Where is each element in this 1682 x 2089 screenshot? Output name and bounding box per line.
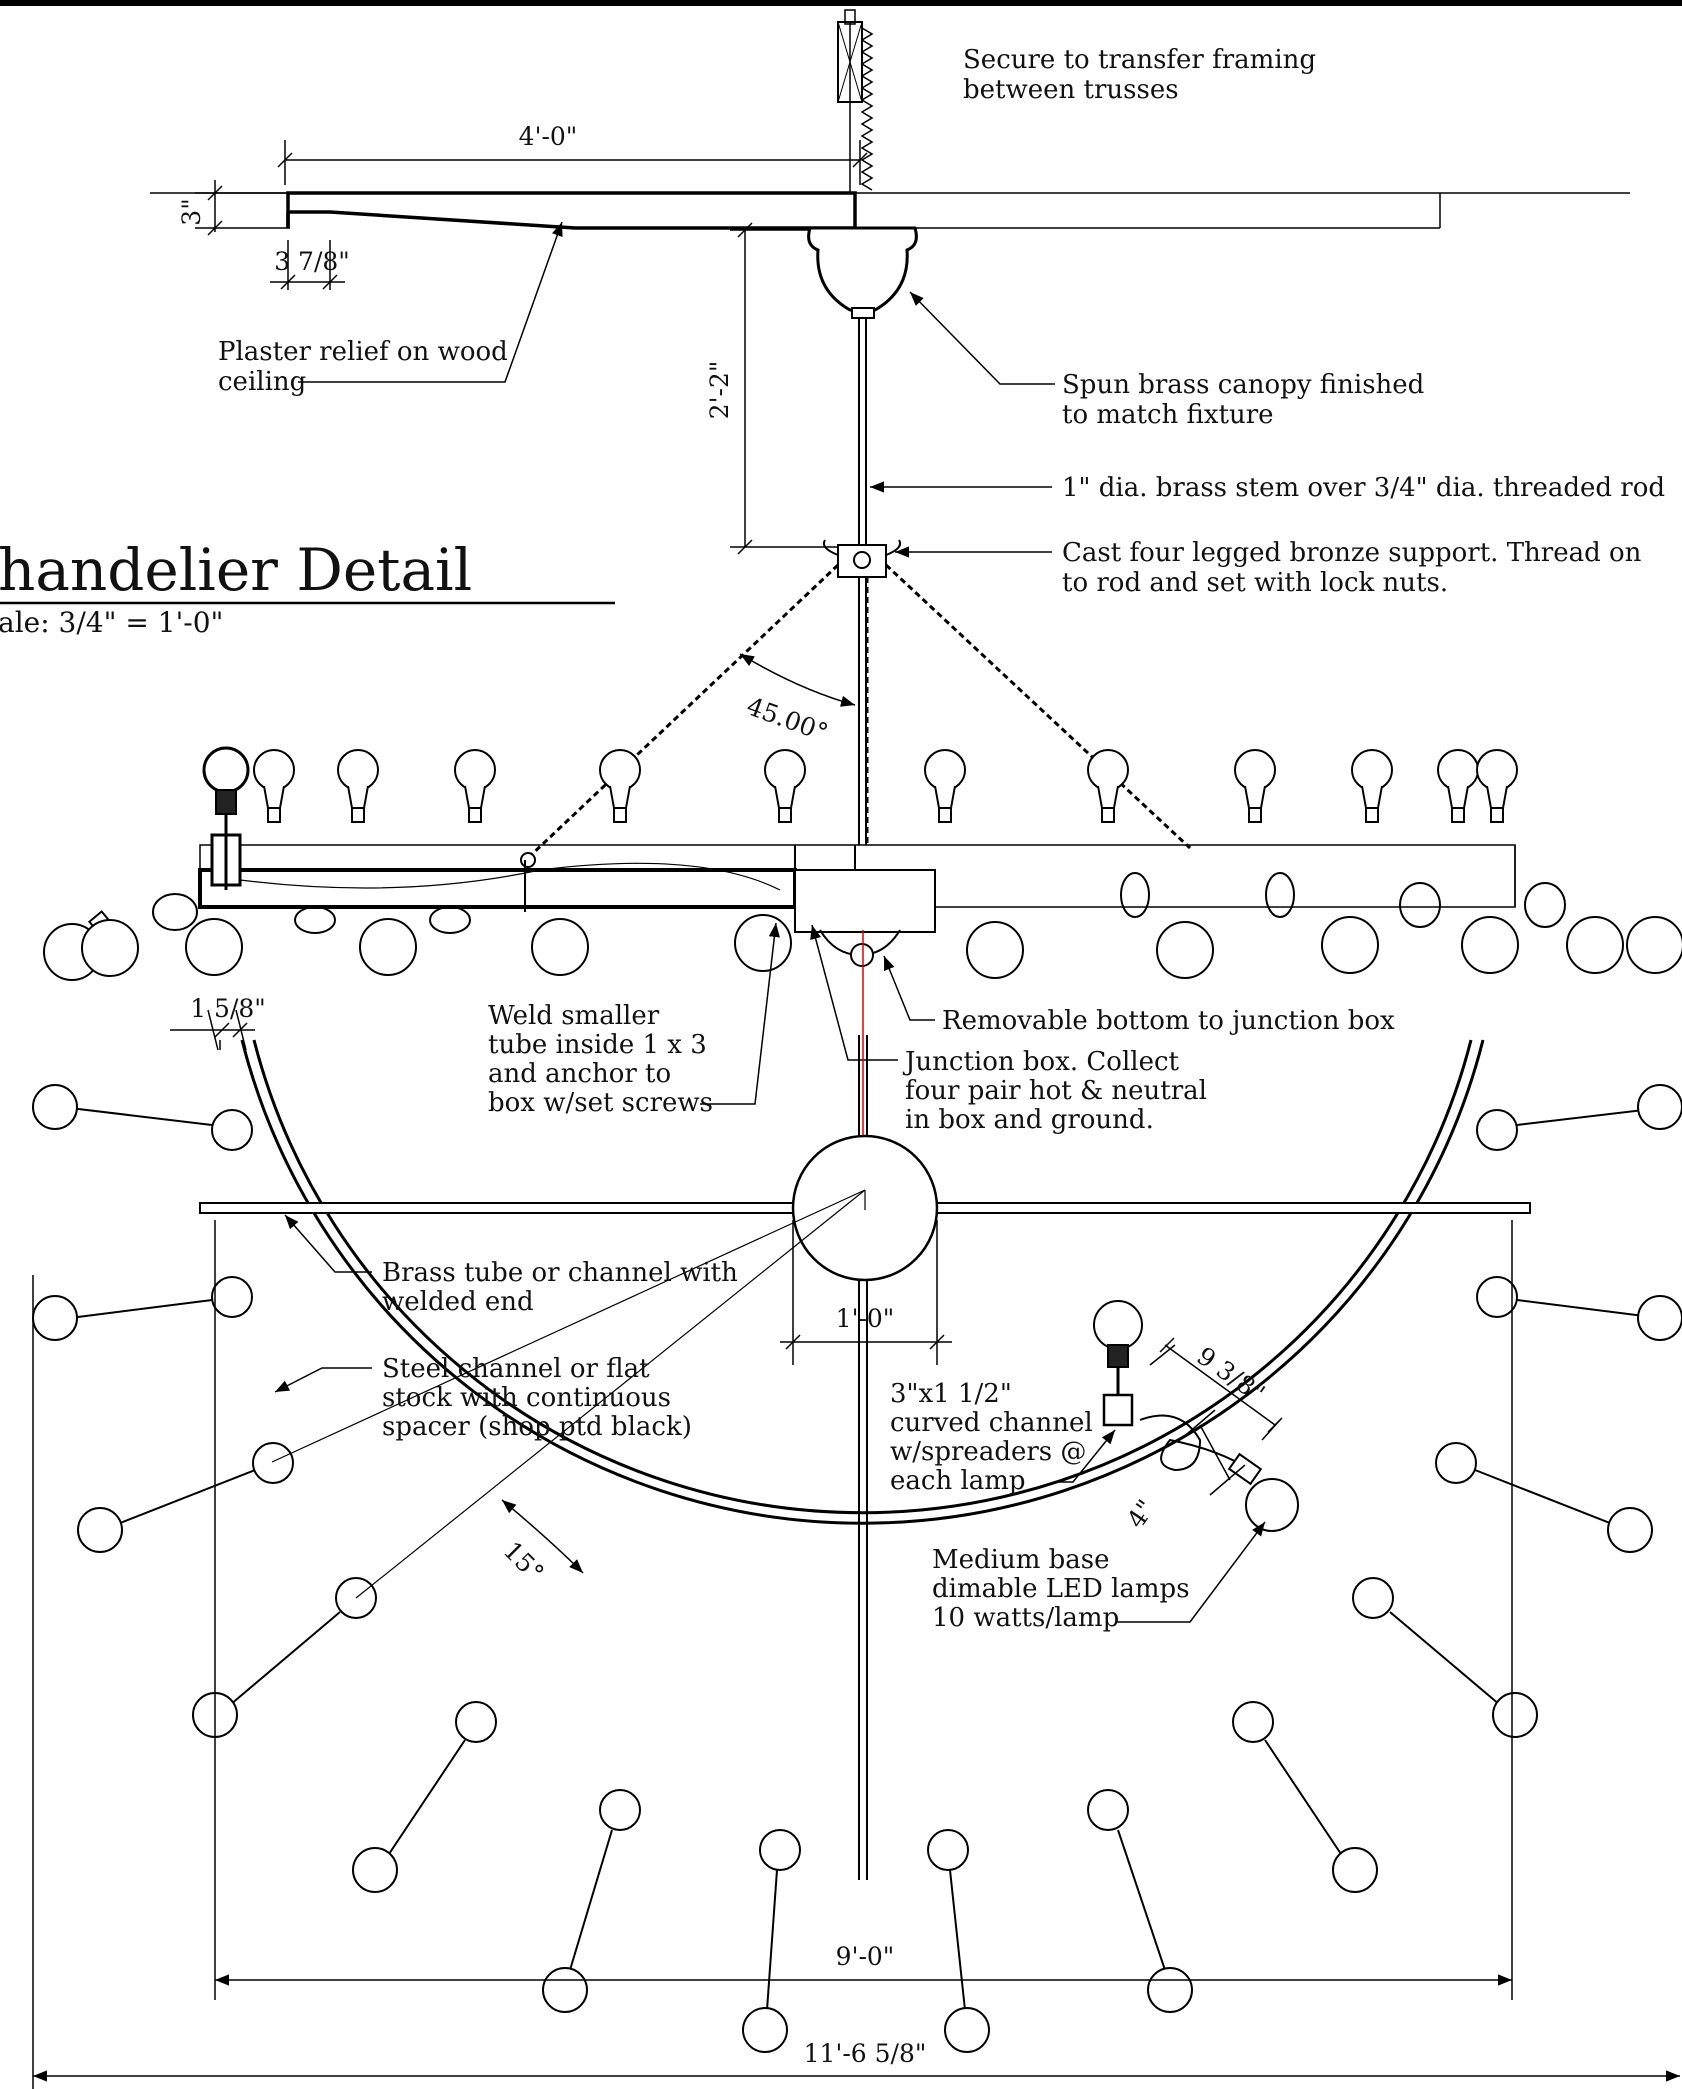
dim-arm-length (1149, 1337, 1283, 1441)
threaded-rod (837, 9, 874, 193)
dim-ring-diameter-label: 9'-0" (836, 1942, 895, 1971)
lamps-note-line3: 10 watts/lamp (932, 1603, 1119, 1633)
secure-note-line2: between trusses (963, 75, 1179, 105)
dim-relief-depth (195, 180, 290, 236)
upright-lamp (1476, 749, 1518, 823)
brass-tube-note-line1: Brass tube or channel with (382, 1258, 738, 1288)
removable-note: Removable bottom to junction box (942, 1006, 1395, 1036)
plaster-leader (298, 221, 563, 383)
weld-note-line4: box w/set screws (488, 1088, 713, 1118)
canopy (807, 226, 918, 319)
lamps-leader (1115, 1521, 1266, 1623)
support-note-line1: Cast four legged bronze support. Thread … (1062, 538, 1642, 568)
curved-note-line3: w/spreaders @ (890, 1437, 1086, 1467)
lamps-note-line1: Medium base (932, 1545, 1110, 1575)
junction-note-line3: in box and ground. (905, 1105, 1154, 1135)
upright-lamp (337, 749, 379, 823)
dim-tube-offset-label: 1 5/8" (190, 994, 266, 1023)
chains (526, 563, 1192, 860)
weld-leader (700, 922, 780, 1105)
canopy-note-line1: Spun brass canopy finished (1062, 370, 1424, 400)
support-note-line2: to rod and set with lock nuts. (1062, 568, 1448, 598)
dim-ring-diameter (214, 1220, 1513, 2000)
dim-drop-label: 2'-2" (705, 361, 734, 420)
dim-overall (32, 1275, 1680, 2089)
dim-overall-label: 11'-6 5/8" (804, 2039, 927, 2068)
weld-note-line3: and anchor to (488, 1059, 671, 1089)
drawing-title: handelier Detail (0, 536, 472, 604)
dim-ceiling-width-label: 4'-0" (519, 122, 578, 151)
ring-lamp-arms (69, 1107, 1661, 2011)
junction-note-line1: Junction box. Collect (902, 1047, 1180, 1077)
ring-lamp-bulbs (32, 1084, 1682, 2053)
dim-drop (730, 222, 840, 555)
steel-note-line2: stock with continuous (382, 1383, 671, 1413)
junction-note-line2: four pair hot & neutral (905, 1076, 1207, 1106)
dim-arm-length-label: 9 3/8" (1192, 1341, 1271, 1408)
dim-lamp-spacing-label: 15° (498, 1536, 550, 1588)
curved-note-line1: 3"x1 1/2" (890, 1379, 1012, 1409)
steel-note-line1: Steel channel or flat (382, 1354, 650, 1384)
secure-note-line1: Secure to transfer framing (963, 45, 1316, 75)
plan-ring (240, 1039, 1485, 1525)
dim-arm-offset-label: 4" (1121, 1494, 1160, 1533)
upright-lamp (1437, 749, 1479, 823)
upright-lamp (924, 749, 966, 823)
dim-ceiling-width (277, 140, 868, 185)
upright-lamp (764, 749, 806, 823)
dim-chain-angle-label: 45.00° (743, 691, 832, 747)
upright-lamp (1087, 749, 1129, 823)
ring-lamps (211, 1109, 1518, 1871)
dim-hub (780, 1220, 952, 1365)
weld-note-line2: tube inside 1 x 3 (488, 1030, 707, 1060)
end-lamp-assembly (202, 746, 250, 890)
lamp-detail (1093, 1300, 1299, 1532)
upright-lamp (454, 749, 496, 823)
upright-lamp (1351, 749, 1393, 823)
drawing-scale: ale: 3/4" = 1'-0" (0, 606, 223, 639)
upright-lamp (253, 749, 295, 823)
weld-note-line1: Weld smaller (488, 1001, 660, 1031)
curved-note-line2: curved channel (890, 1408, 1093, 1438)
upright-lamp (599, 749, 641, 823)
upright-lamps (253, 749, 1518, 823)
curved-note-line4: each lamp (890, 1466, 1026, 1496)
top-border (0, 0, 1682, 6)
lamps-note-line2: dimable LED lamps (932, 1574, 1190, 1604)
plaster-note-line2: ceiling (218, 367, 306, 397)
chain-ring (520, 852, 536, 868)
removable-leader (883, 955, 935, 1021)
dim-relief-step-label: 3 7/8" (274, 247, 350, 276)
dim-lamp-spacing-arc (501, 1499, 584, 1574)
curved-channel-leader (1058, 1429, 1116, 1483)
plaster-note-line1: Plaster relief on wood (218, 337, 508, 367)
brass-tube-note-line2: welded end (382, 1287, 534, 1317)
dim-chain-angle-arc (739, 653, 856, 707)
dim-relief-depth-label: 3" (177, 198, 206, 225)
plaster-relief (286, 191, 857, 230)
dim-arm-offset (1179, 1409, 1246, 1496)
brass-stem (858, 228, 867, 845)
dim-relief-step (270, 240, 345, 290)
stem-note: 1" dia. brass stem over 3/4" dia. thread… (1062, 473, 1665, 503)
canopy-note-line2: to match fixture (1062, 400, 1274, 430)
brass-tube-leader (284, 1214, 372, 1273)
spacing-lines (271, 1189, 866, 1599)
upright-lamp (1234, 749, 1276, 823)
elevation-frame (198, 844, 1516, 967)
lamp-cords (152, 872, 1566, 934)
bronze-support (822, 539, 902, 578)
steel-note-line3: spacer (shop ptd black) (382, 1412, 692, 1442)
junction-leader (810, 924, 898, 1061)
steel-leader (274, 1367, 372, 1393)
pendant-lamps (43, 910, 1682, 981)
ceiling-section (150, 191, 1630, 230)
dim-hub-label: 1'-0" (836, 1304, 895, 1333)
canopy-leader (909, 291, 1055, 385)
